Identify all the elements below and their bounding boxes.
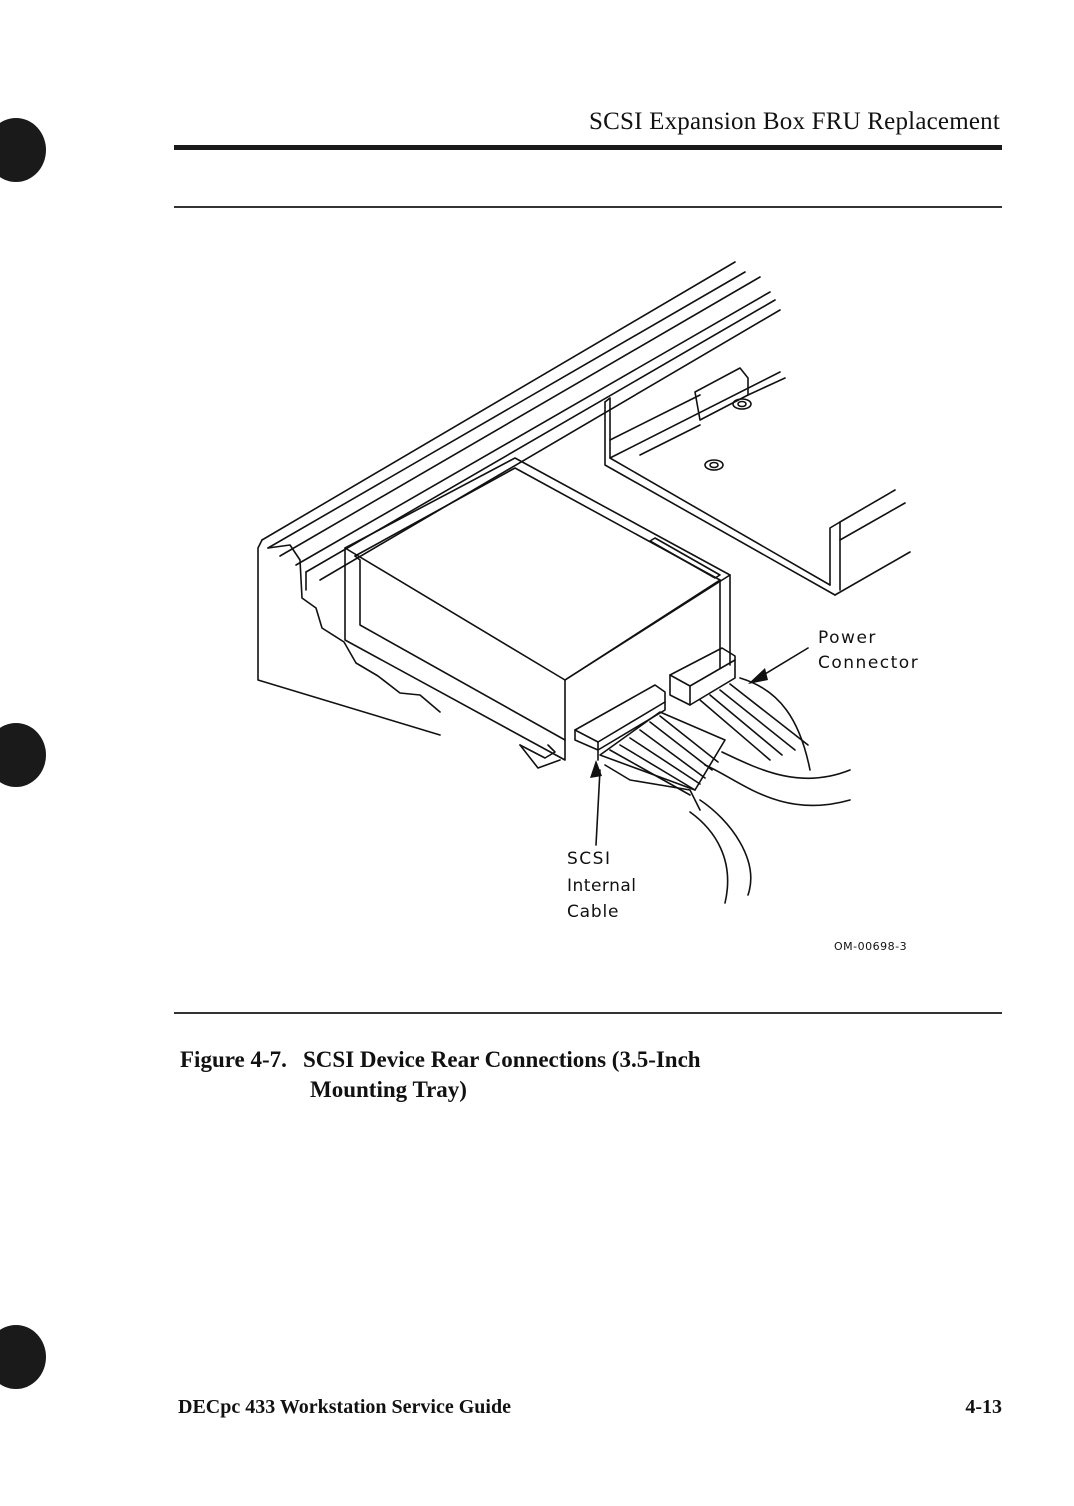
- scsi-cable-label-line3: Cable: [567, 902, 619, 922]
- figure-id: OM-00698-3: [834, 940, 907, 953]
- page-number: 4-13: [965, 1396, 1002, 1419]
- scsi-cable-label-line2: Internal: [567, 876, 637, 896]
- power-connector-label-line1: Power: [818, 628, 877, 648]
- figure-caption: Figure 4-7.SCSI Device Rear Connections …: [180, 1045, 701, 1105]
- figure-title-line2: Mounting Tray): [180, 1075, 701, 1105]
- footer-guide-title: DECpc 433 Workstation Service Guide: [178, 1396, 511, 1419]
- power-connector-label-line2: Connector: [818, 653, 919, 673]
- figure-number: Figure 4-7.: [180, 1045, 303, 1075]
- scsi-cable-label-line1: SCSI: [567, 849, 611, 869]
- figure-title-line1: SCSI Device Rear Connections (3.5-Inch: [303, 1047, 701, 1072]
